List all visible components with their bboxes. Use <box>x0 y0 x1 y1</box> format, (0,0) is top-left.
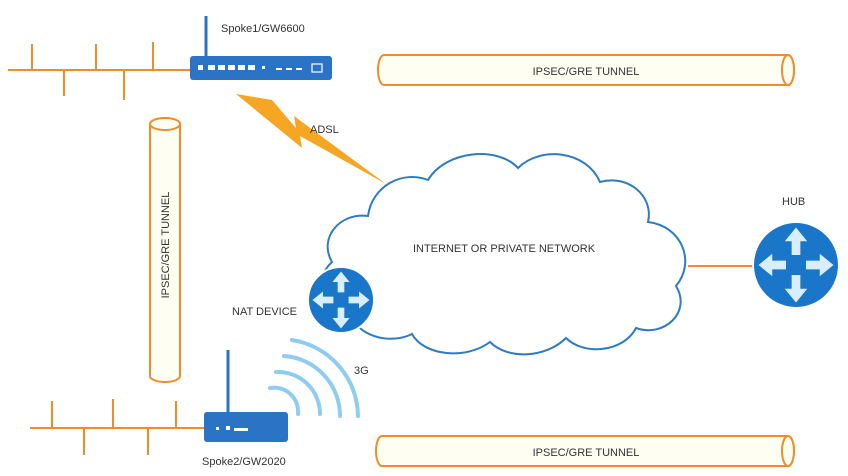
tunnel-top <box>377 54 795 86</box>
tunnel-top-label: IPSEC/GRE TUNNEL <box>533 66 640 78</box>
spoke1-label: Spoke1/GW6600 <box>221 23 305 35</box>
lightning-icon <box>236 94 386 184</box>
spoke1-device <box>190 16 332 80</box>
tunnel-vertical-label: IPSEC/GRE TUNNEL <box>160 192 172 299</box>
lan-bottom <box>30 399 204 455</box>
cloud-label: INTERNET OR PRIVATE NETWORK <box>413 243 596 255</box>
spoke2-label: Spoke2/GW2020 <box>202 456 286 468</box>
spoke2-device <box>204 350 288 442</box>
nat-router-icon <box>307 266 375 334</box>
wireless-icon <box>268 338 360 418</box>
threeg-label: 3G <box>354 365 369 377</box>
hub-router-icon <box>752 221 840 309</box>
nat-label: NAT DEVICE <box>232 306 297 318</box>
cloud-icon <box>319 153 687 356</box>
adsl-label: ADSL <box>310 124 339 136</box>
lan-top <box>8 42 190 100</box>
tunnel-bottom <box>375 435 795 467</box>
hub-label: HUB <box>782 196 805 208</box>
tunnel-vertical <box>149 117 181 383</box>
tunnel-bottom-label: IPSEC/GRE TUNNEL <box>533 447 640 459</box>
